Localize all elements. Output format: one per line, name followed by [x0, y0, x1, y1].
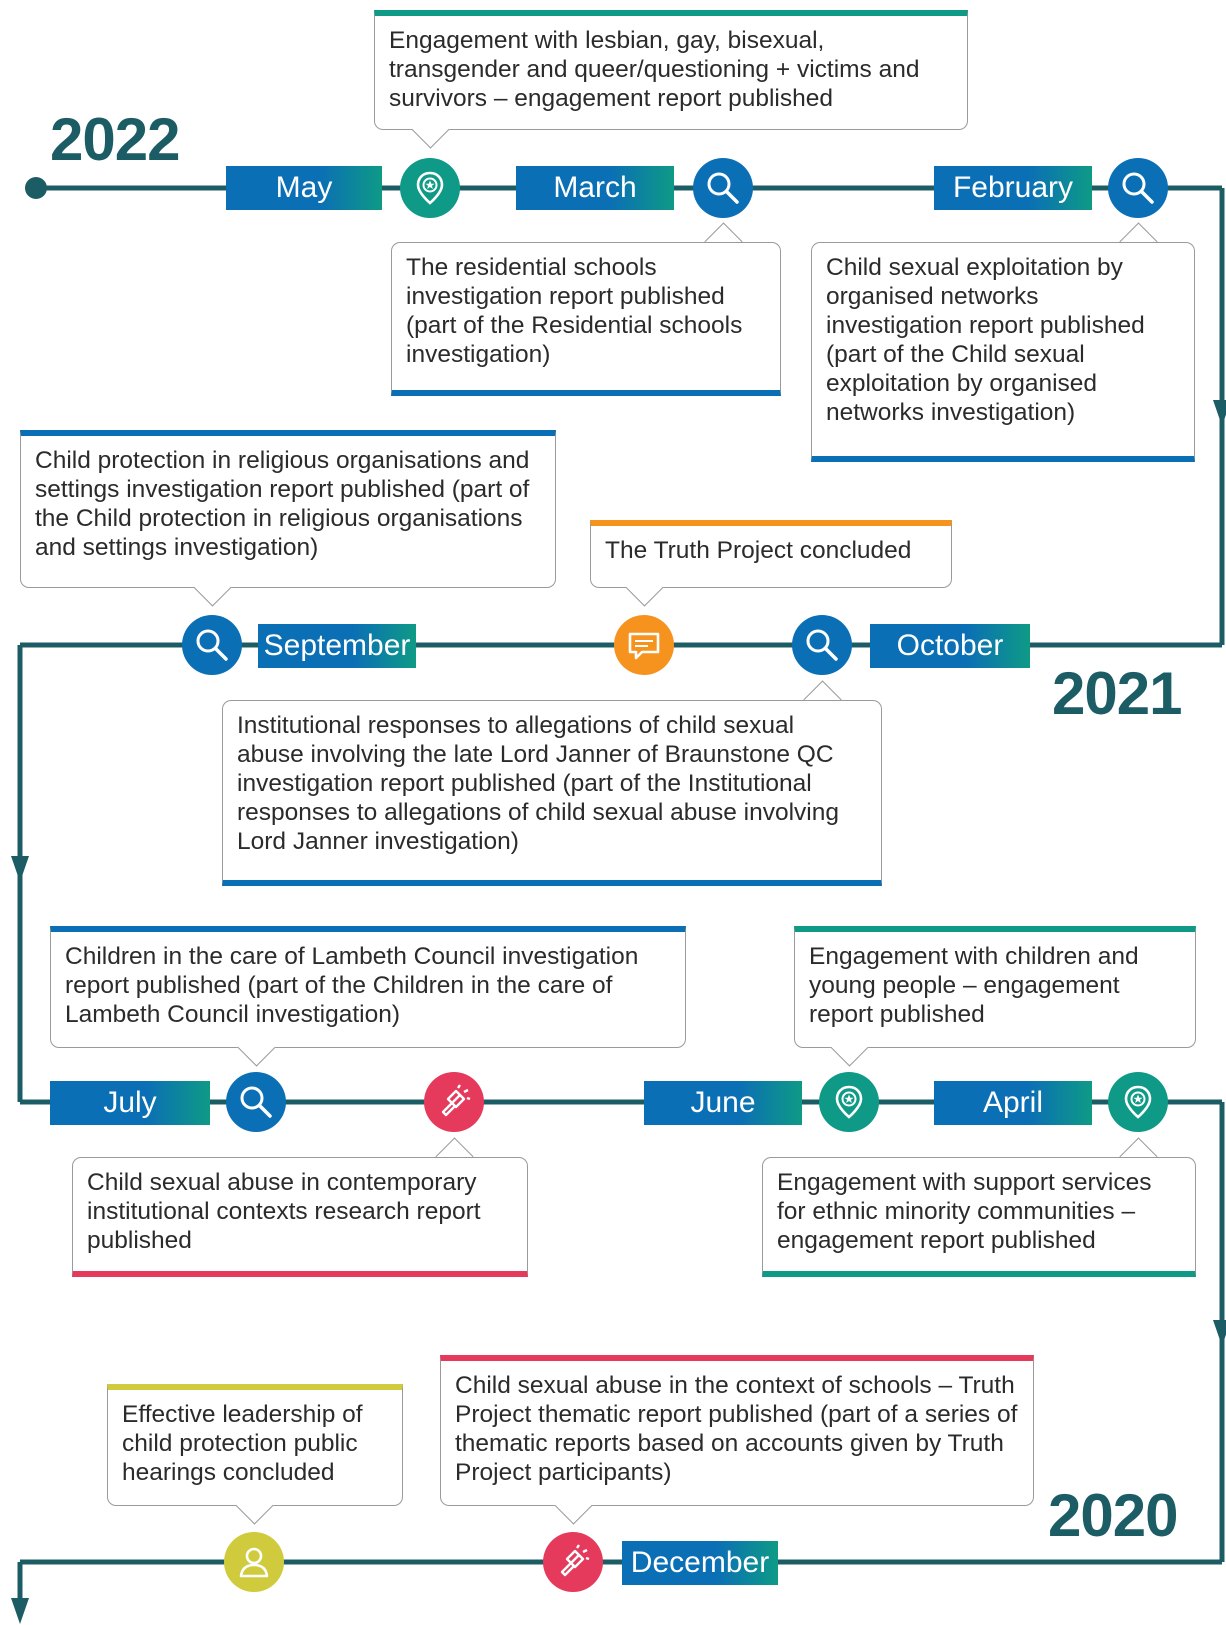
month-label-april: April — [934, 1081, 1092, 1125]
year-label-2022: 2022 — [50, 106, 180, 173]
event-callout-residential-schools: The residential schools investigation re… — [391, 242, 781, 396]
month-label-may: May — [226, 166, 382, 210]
event-text: Engagement with support services for eth… — [777, 1169, 1152, 1254]
event-text: Children in the care of Lambeth Council … — [65, 943, 639, 1028]
month-label-june: June — [644, 1081, 802, 1125]
event-text: The Truth Project concluded — [605, 537, 912, 564]
event-callout-cse-networks: Child sexual exploitation by organised n… — [811, 242, 1195, 462]
event-text: Effective leadership of child protection… — [122, 1401, 363, 1486]
event-callout-lgbtq-engagement: Engagement with lesbian, gay, bisexual, … — [374, 10, 968, 130]
month-label-october: October — [870, 624, 1030, 668]
arrow-down-icon — [1213, 400, 1226, 426]
flashlight-icon — [543, 1532, 603, 1592]
month-label-february: February — [934, 166, 1092, 210]
location-pin-icon — [819, 1072, 879, 1132]
event-callout-lord-janner: Institutional responses to allegations o… — [222, 700, 882, 886]
event-callout-schools-thematic: Child sexual abuse in the context of sch… — [440, 1355, 1034, 1506]
event-text: Engagement with lesbian, gay, bisexual, … — [389, 27, 920, 112]
location-pin-icon — [1108, 1072, 1168, 1132]
magnifier-icon — [1108, 158, 1168, 218]
event-text: Child protection in religious organisati… — [35, 447, 530, 561]
month-label-july: July — [50, 1081, 210, 1125]
magnifier-icon — [693, 158, 753, 218]
magnifier-icon — [792, 615, 852, 675]
event-text: Institutional responses to allegations o… — [237, 712, 839, 855]
month-label-march: March — [516, 166, 674, 210]
speech-bubble-icon — [614, 615, 674, 675]
arrow-down-icon — [1213, 1320, 1226, 1346]
flashlight-icon — [424, 1072, 484, 1132]
event-text: Child sexual abuse in contemporary insti… — [87, 1169, 481, 1254]
event-text: The residential schools investigation re… — [406, 254, 743, 368]
event-callout-lambeth-council: Children in the care of Lambeth Council … — [50, 926, 686, 1048]
arrow-down-icon — [11, 1598, 29, 1624]
magnifier-icon — [226, 1072, 286, 1132]
event-callout-children-young-people: Engagement with children and young peopl… — [794, 926, 1196, 1048]
person-icon — [224, 1532, 284, 1592]
event-text: Child sexual exploitation by organised n… — [826, 254, 1145, 426]
magnifier-icon — [182, 615, 242, 675]
month-label-september: September — [258, 624, 416, 668]
event-callout-truth-project: The Truth Project concluded — [590, 520, 952, 588]
location-pin-icon — [400, 158, 460, 218]
year-label-2020: 2020 — [1048, 1482, 1178, 1549]
event-text: Child sexual abuse in the context of sch… — [455, 1372, 1018, 1486]
year-label-2021: 2021 — [1052, 660, 1182, 727]
event-callout-effective-leadership: Effective leadership of child protection… — [107, 1384, 403, 1506]
event-callout-ethnic-minority: Engagement with support services for eth… — [762, 1157, 1196, 1277]
arrow-down-icon — [11, 856, 29, 882]
event-text: Engagement with children and young peopl… — [809, 943, 1139, 1028]
event-callout-religious-organisations: Child protection in religious organisati… — [20, 430, 556, 588]
month-label-december: December — [622, 1541, 778, 1585]
event-callout-contemporary-contexts: Child sexual abuse in contemporary insti… — [72, 1157, 528, 1277]
timeline-start-dot — [25, 177, 47, 199]
